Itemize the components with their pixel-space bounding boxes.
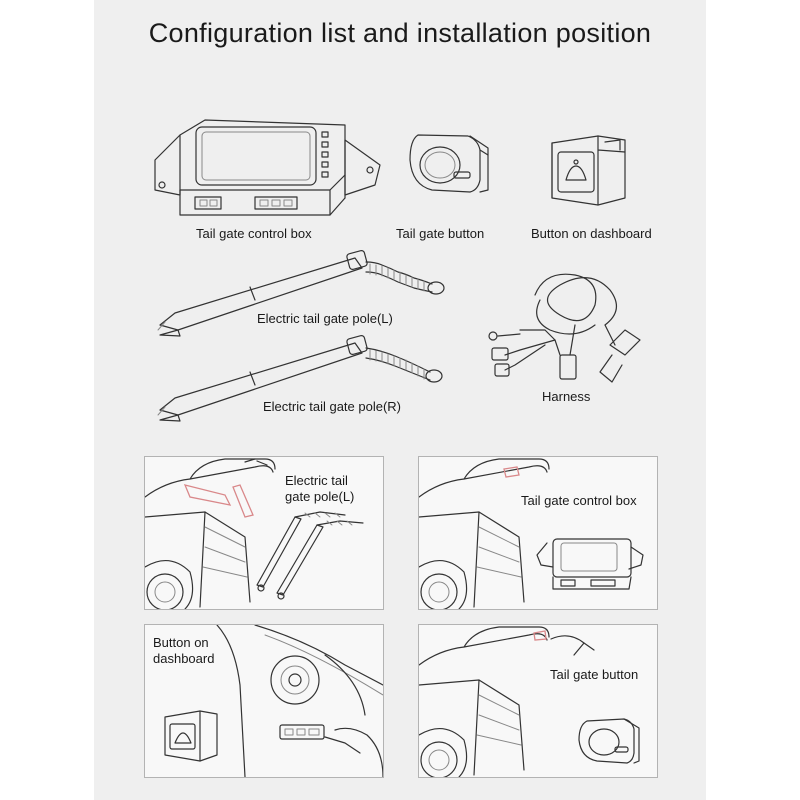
pole-left-drawing xyxy=(157,250,445,337)
install-pole-left-label: Electric tail gate pole(L) xyxy=(285,473,355,505)
mini-control-box-drawing xyxy=(536,538,644,590)
install-panel-control-box: Tail gate control box xyxy=(418,456,658,610)
control-box-drawing xyxy=(154,119,381,216)
install-panel-tail-gate-button: Tail gate button xyxy=(418,624,658,778)
pole-right-label: Electric tail gate pole(R) xyxy=(263,399,401,414)
car-rear-open-drawing xyxy=(145,458,364,609)
install-panel-dashboard-button: Button on dashboard xyxy=(144,624,384,778)
install-dashboard-button-label: Button on dashboard xyxy=(153,635,215,667)
tail-gate-button-label: Tail gate button xyxy=(396,226,485,241)
pole-right-drawing xyxy=(157,335,443,422)
pole-pair-drawing xyxy=(256,511,364,600)
harness-drawing xyxy=(488,273,641,383)
mini-tail-gate-button-drawing xyxy=(578,718,640,764)
control-box-connectors xyxy=(194,131,329,210)
install-panel-pole-left: Electric tail gate pole(L) xyxy=(144,456,384,610)
dashboard-drawing xyxy=(164,625,383,777)
pole-left-label: Electric tail gate pole(L) xyxy=(257,311,393,326)
page-title: Configuration list and installation posi… xyxy=(148,18,652,48)
dashboard-button-drawing xyxy=(551,135,626,206)
harness-label: Harness xyxy=(542,389,591,404)
car-rear-open-drawing-2 xyxy=(419,458,644,609)
install-tail-gate-button-label: Tail gate button xyxy=(550,667,639,682)
tail-gate-button-drawing xyxy=(409,134,489,193)
mini-dashboard-button-drawing xyxy=(164,710,218,762)
car-rear-open-drawing-3 xyxy=(419,626,640,777)
control-box-label: Tail gate control box xyxy=(196,226,312,241)
dashboard-button-label: Button on dashboard xyxy=(531,226,652,241)
install-control-box-label: Tail gate control box xyxy=(521,493,637,508)
